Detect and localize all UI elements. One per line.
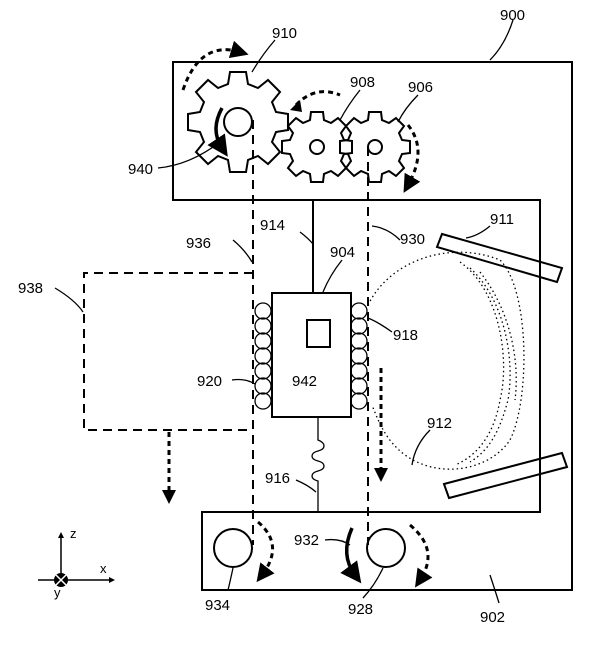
label-912: 912 <box>427 415 452 432</box>
label-914: 914 <box>260 217 285 234</box>
axis-label-x: x <box>100 561 107 576</box>
arrow-934-rotation <box>256 520 275 583</box>
arrow-938-head <box>162 490 176 504</box>
box-938 <box>83 272 253 431</box>
gear-910 <box>187 71 289 173</box>
label-930: 930 <box>400 231 425 248</box>
plate-911 <box>435 232 564 284</box>
label-916: 916 <box>265 470 290 487</box>
rollers-918 <box>350 302 368 410</box>
label-918: 918 <box>393 327 418 344</box>
arrow-906-rotation <box>403 124 421 193</box>
label-940: 940 <box>128 161 153 178</box>
label-908: 908 <box>350 74 375 91</box>
arrow-910-rotation <box>181 40 249 91</box>
arrow-908-head <box>290 100 302 112</box>
component-942 <box>306 319 331 348</box>
arrow-932-rotation <box>340 527 362 584</box>
coordinate-axes: z x y <box>38 526 115 600</box>
label-938: 938 <box>18 280 43 297</box>
label-920: 920 <box>197 373 222 390</box>
membrane-912 <box>367 251 525 470</box>
plate-lower <box>442 451 569 500</box>
arrow-918-head <box>374 468 388 482</box>
rollers-920 <box>254 302 272 410</box>
pulley-928 <box>366 528 406 568</box>
arrow-940-inner <box>207 107 228 157</box>
axis-label-z: z <box>70 526 77 541</box>
arrow-928-rotation <box>409 523 433 588</box>
label-936: 936 <box>186 235 211 252</box>
axis-label-y: y <box>54 585 61 600</box>
pulley-934 <box>213 528 253 568</box>
arrow-908-rotation <box>294 90 341 107</box>
label-900: 900 <box>500 7 525 24</box>
label-942: 942 <box>292 373 317 390</box>
spring-916 <box>311 417 325 512</box>
carriage-904 <box>271 292 352 418</box>
label-906: 906 <box>408 79 433 96</box>
label-932: 932 <box>294 532 319 549</box>
label-910: 910 <box>272 25 297 42</box>
label-911: 911 <box>490 211 514 228</box>
label-934: 934 <box>205 597 230 614</box>
gear-908 <box>281 111 353 183</box>
leader-lines <box>54 19 514 604</box>
label-902: 902 <box>480 609 505 626</box>
label-904: 904 <box>330 244 355 261</box>
gear-906 <box>339 111 411 183</box>
label-928: 928 <box>348 601 373 618</box>
